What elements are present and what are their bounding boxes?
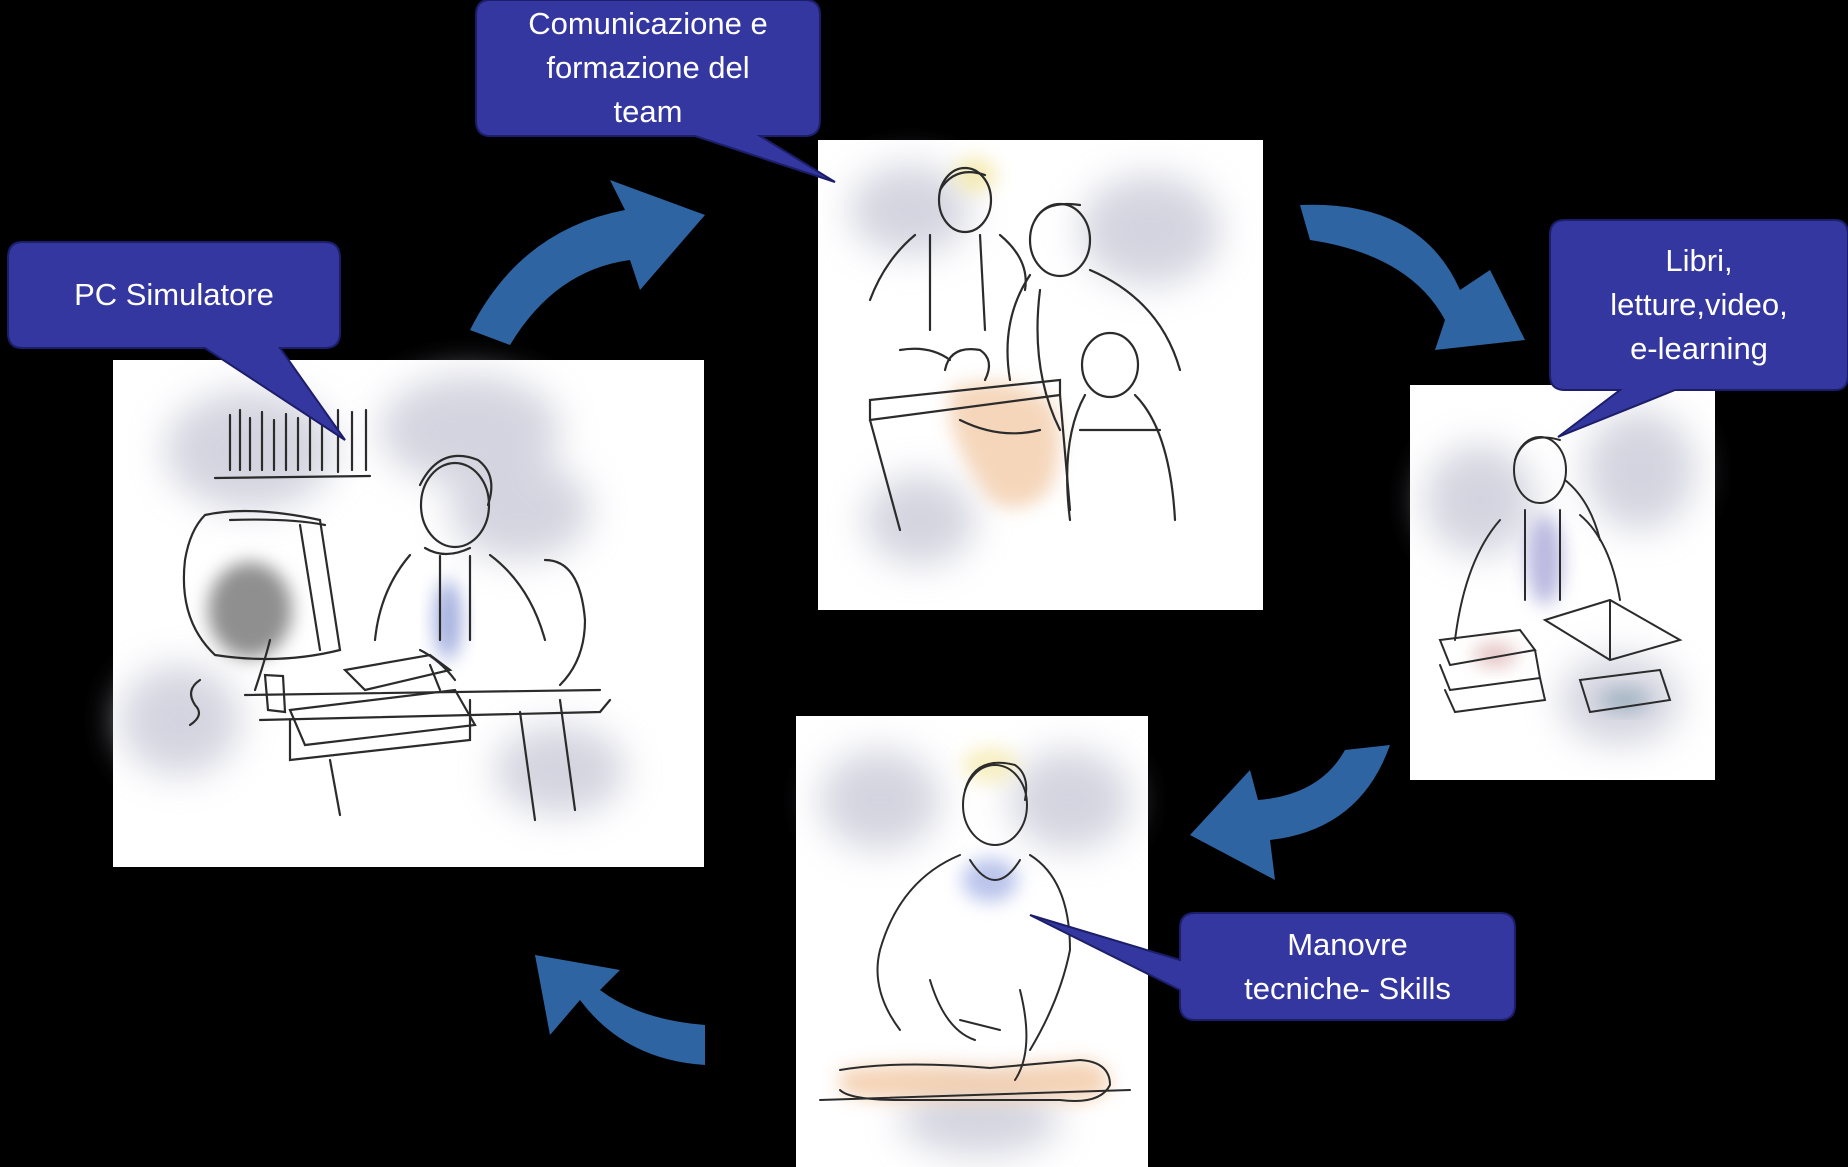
callout-books-line-2: letture,video, xyxy=(1610,287,1788,322)
callout-skills-line-1: Manovre xyxy=(1287,926,1408,962)
callout-skills-text: Manovre tecniche- Skills xyxy=(1180,913,1515,1020)
nurse-at-computer-illustration xyxy=(113,360,704,867)
callout-skills xyxy=(1029,912,1516,1021)
callout-pc-simulator-text: PC Simulatore xyxy=(8,242,340,348)
callout-team xyxy=(475,0,836,183)
callout-team-line-3: team xyxy=(613,94,683,129)
callout-books xyxy=(1549,219,1848,438)
callout-books-text: Libri, letture,video, e-learning xyxy=(1550,222,1848,388)
callout-books-line-3: e-learning xyxy=(1630,331,1768,366)
callout-pc-simulator xyxy=(7,241,346,441)
callout-team-line-2: formazione del xyxy=(546,50,750,85)
callout-books-line-1: Libri, xyxy=(1665,243,1733,278)
callout-skills-line-2: tecniche- Skills xyxy=(1244,970,1451,1006)
arrow-books-to-skills xyxy=(1190,745,1390,880)
resuscitation-team-illustration xyxy=(818,140,1263,610)
arrow-team-to-books xyxy=(1300,204,1525,350)
nurse-reading-books-illustration xyxy=(1410,385,1715,780)
callout-team-text: Comunicazione e formazione del team xyxy=(476,2,820,134)
callout-team-line-1: Comunicazione e xyxy=(528,6,768,41)
callout-pc-simulator-line-1: PC Simulatore xyxy=(74,277,274,312)
arrow-skills-to-computer xyxy=(535,955,705,1065)
arrow-computer-to-team xyxy=(470,180,705,345)
